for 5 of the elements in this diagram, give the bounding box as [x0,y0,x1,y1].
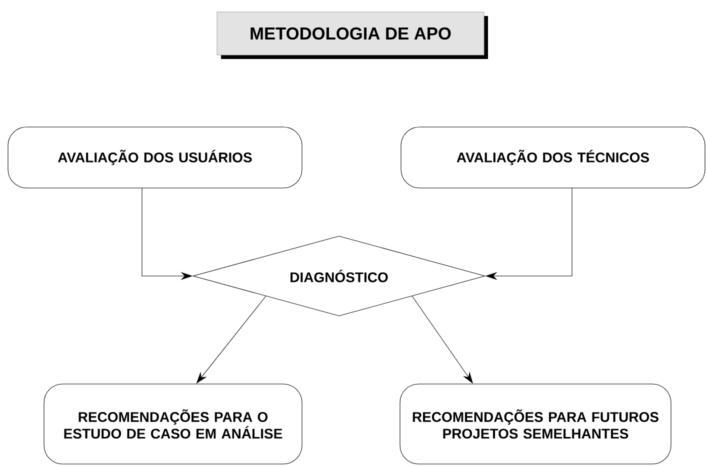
title-banner: METODOLOGIA DE APO [216,12,488,59]
process-box: RECOMENDAÇÕES PARA FUTUROS PROJETOS SEMELHANTES [400,384,672,464]
process-box: RECOMENDAÇÕES PARA O ESTUDO DE CASO EM ANÁLISE [44,384,302,464]
process-box: AVALIAÇÃO DOS USUÁRIOS [8,126,302,188]
process-box: AVALIAÇÃO DOS TÉCNICOS [400,126,706,188]
